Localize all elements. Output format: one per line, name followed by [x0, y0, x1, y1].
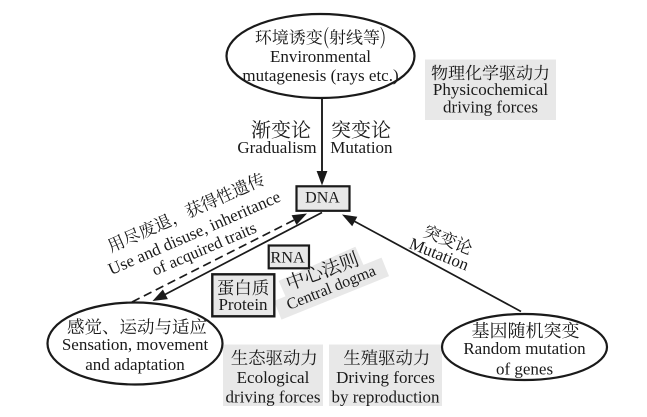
svg-text:Protein: Protein: [218, 295, 268, 314]
svg-text:driving forces: driving forces: [443, 98, 538, 117]
svg-text:and adaptation: and adaptation: [85, 355, 185, 374]
svg-text:RNA: RNA: [270, 247, 305, 266]
svg-text:Gradualism: Gradualism: [237, 138, 316, 157]
svg-text:Physicochemical: Physicochemical: [433, 80, 548, 99]
svg-text:Environmental: Environmental: [270, 47, 371, 66]
svg-text:by reproduction: by reproduction: [331, 388, 440, 407]
svg-text:driving forces: driving forces: [226, 388, 321, 407]
svg-text:mutagenesis (rays etc.): mutagenesis (rays etc.): [242, 66, 398, 85]
svg-text:Ecological: Ecological: [237, 368, 310, 387]
svg-text:Mutation: Mutation: [330, 138, 393, 157]
svg-text:of genes: of genes: [496, 359, 553, 378]
svg-text:Driving forces: Driving forces: [336, 368, 435, 387]
svg-text:DNA: DNA: [305, 189, 340, 206]
svg-text:Sensation, movement: Sensation, movement: [62, 335, 209, 354]
svg-text:Random mutation: Random mutation: [463, 339, 586, 358]
